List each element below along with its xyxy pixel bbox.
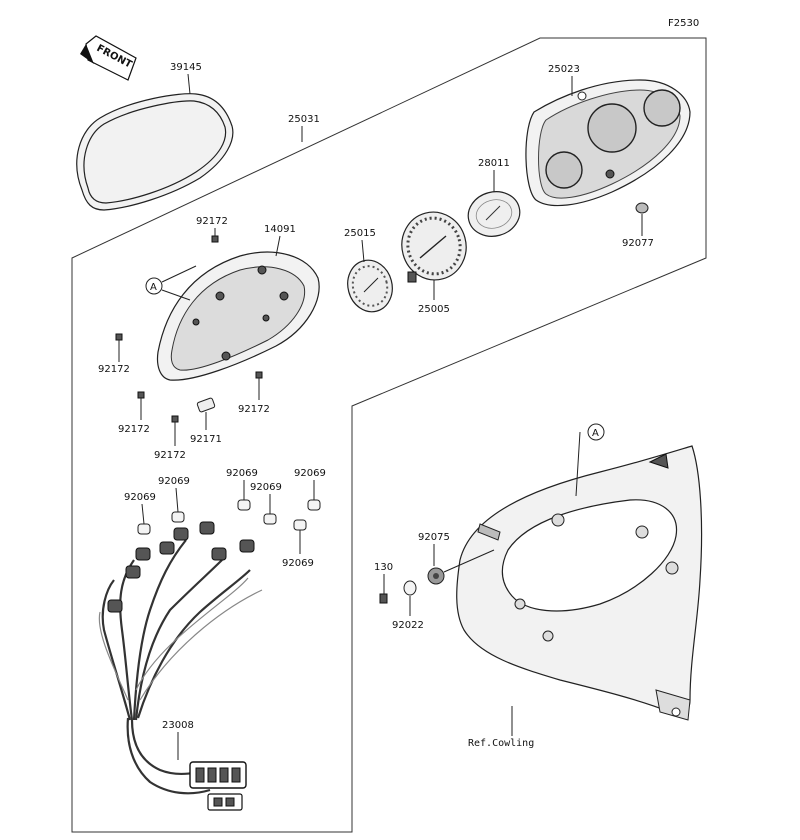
label-92172-right: 92172 bbox=[238, 404, 270, 415]
gasket-39145 bbox=[76, 93, 234, 211]
label-23008: 23008 bbox=[162, 720, 194, 731]
label-92022: 92022 bbox=[392, 620, 424, 631]
screw-92172-low1 bbox=[137, 391, 145, 399]
meter-case-14091 bbox=[156, 251, 320, 381]
label-25023: 25023 bbox=[548, 64, 580, 75]
speedometer-25005 bbox=[401, 211, 467, 283]
clip-92171 bbox=[196, 397, 216, 413]
bolt-130 bbox=[379, 593, 388, 604]
screw-92172-right bbox=[255, 371, 263, 379]
label-92069-c: 92069 bbox=[226, 468, 258, 479]
label-25031: 25031 bbox=[288, 114, 320, 125]
grommet-92077 bbox=[635, 202, 649, 214]
svg-text:A: A bbox=[592, 428, 599, 439]
bulb-sockets-92069 bbox=[137, 499, 321, 535]
label-28011: 28011 bbox=[478, 158, 510, 169]
label-92171: 92171 bbox=[190, 434, 222, 445]
wire-harness-23008 bbox=[98, 521, 263, 811]
meter-assembly-frame bbox=[71, 37, 707, 833]
label-92069-a: 92069 bbox=[124, 492, 156, 503]
label-25015: 25015 bbox=[344, 228, 376, 239]
ref-marker-a-left: A bbox=[145, 265, 197, 301]
label-92172-left: 92172 bbox=[98, 364, 130, 375]
label-39145: 39145 bbox=[170, 62, 202, 73]
grommet-92075 bbox=[427, 549, 495, 585]
label-92069-b: 92069 bbox=[158, 476, 190, 487]
label-92069-f: 92069 bbox=[282, 558, 314, 569]
screw-92172-low2 bbox=[171, 415, 179, 423]
front-arrow-icon: FRONT bbox=[80, 35, 137, 81]
label-92077: 92077 bbox=[622, 238, 654, 249]
label-92172-low1: 92172 bbox=[118, 424, 150, 435]
label-92172-top: 92172 bbox=[196, 216, 228, 227]
label-130: 130 bbox=[374, 562, 393, 573]
label-92069-d: 92069 bbox=[250, 482, 282, 493]
ref-marker-a-right: A bbox=[575, 423, 605, 497]
tachometer-25015 bbox=[347, 259, 393, 313]
cowling-ref bbox=[456, 445, 703, 721]
label-14091: 14091 bbox=[264, 224, 296, 235]
label-92075: 92075 bbox=[418, 532, 450, 543]
label-92172-low2: 92172 bbox=[154, 450, 186, 461]
label-ref-cowling: Ref.Cowling bbox=[468, 738, 534, 749]
svg-text:A: A bbox=[150, 282, 157, 293]
meter-cover-25023 bbox=[525, 79, 691, 207]
diagram-code: F2530 bbox=[668, 18, 699, 29]
meter-face-28011 bbox=[467, 191, 521, 237]
label-25005: 25005 bbox=[418, 304, 450, 315]
screw-92172-left bbox=[115, 333, 123, 341]
label-92069-e: 92069 bbox=[294, 468, 326, 479]
screw-92172-top bbox=[211, 235, 219, 243]
washer-92022 bbox=[403, 580, 417, 596]
